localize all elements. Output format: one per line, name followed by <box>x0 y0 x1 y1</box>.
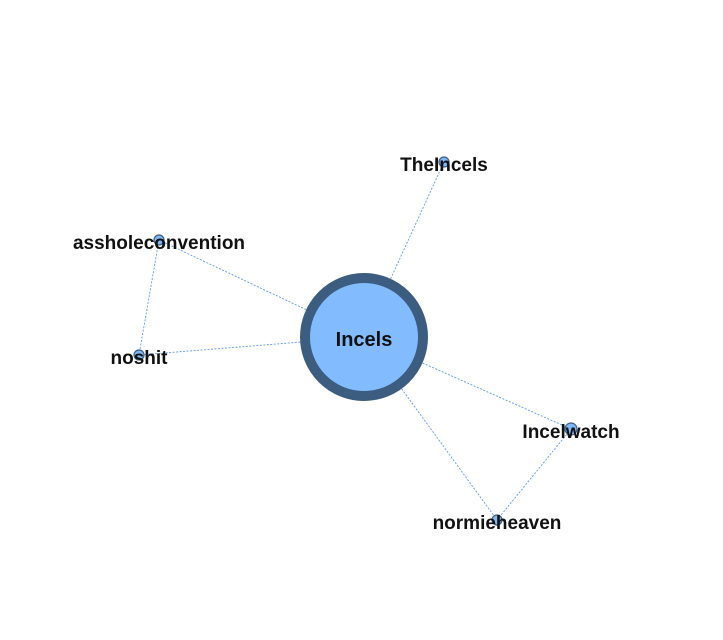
node-layer <box>133 156 578 526</box>
node-label-noshit: noshit <box>111 348 169 369</box>
edge-incels-incelwatch <box>422 362 572 430</box>
edge-incels-noshit <box>138 341 301 356</box>
node-noshit[interactable] <box>133 349 145 361</box>
node-assholeconvention[interactable] <box>153 234 165 246</box>
edge-incels-normieheaven <box>401 388 498 521</box>
edge-assholeconvention-noshit <box>138 239 160 356</box>
node-theincels[interactable] <box>438 156 450 168</box>
node-label-theincels: TheIncels <box>400 155 488 176</box>
edge-layer <box>138 161 572 521</box>
label-layer: Incels TheIncels assholeconvention noshitIn… <box>73 155 620 534</box>
node-incels[interactable] <box>300 273 428 401</box>
node-label-incelwatch: Incelwatch <box>522 422 619 443</box>
edge-incels-theincels <box>390 161 445 279</box>
node-label-normieheaven: normieheaven <box>433 513 562 534</box>
node-incelwatch[interactable] <box>564 422 578 436</box>
node-label-assholeconvention: assholeconvention <box>73 233 245 254</box>
node-label-incels: Incels <box>336 329 393 351</box>
node-normieheaven[interactable] <box>491 514 503 526</box>
edge-incels-assholeconvention <box>158 239 307 311</box>
